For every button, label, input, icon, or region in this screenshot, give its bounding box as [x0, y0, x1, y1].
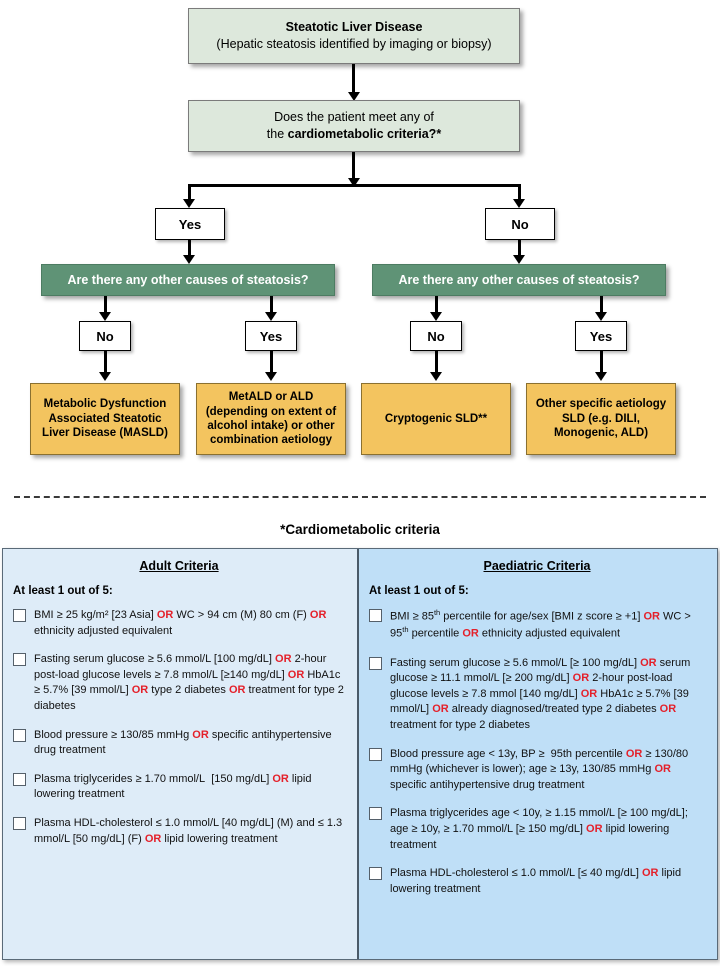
question-line1: Does the patient meet any of [274, 110, 434, 125]
node-yes-top: Yes [155, 208, 225, 240]
adult-criterion-blood-pressure-text: Blood pressure ≥ 130/85 mmHg OR specific… [34, 728, 332, 757]
paediatric-criterion-bmi-text: BMI ≥ 85th percentile for age/sex [BMI z… [390, 608, 691, 640]
adult-criterion-hdl-text: Plasma HDL-cholesterol ≤ 1.0 mmol/L [40 … [34, 817, 343, 845]
node-no-right: No [410, 321, 462, 351]
adult-criterion-glucose[interactable]: Fasting serum glucose ≥ 5.6 mmol/L [100 … [13, 652, 345, 714]
paediatric-criteria-panel: Paediatric Criteria At least 1 out of 5:… [359, 549, 717, 959]
paediatric-criterion-hdl[interactable]: Plasma HDL-cholesterol ≤ 1.0 mmol/L [≤ 4… [369, 866, 705, 897]
checkbox-icon[interactable] [13, 772, 26, 786]
sld-subtitle: (Hepatic steatosis identified by imaging… [216, 37, 492, 51]
adult-criterion-triglycerides[interactable]: Plasma triglycerides ≥ 1.70 mmol/L [150 … [13, 772, 345, 803]
arrow-left-yes [265, 312, 277, 321]
sld-title: Steatotic Liver Disease [285, 20, 423, 35]
adult-criterion-hdl[interactable]: Plasma HDL-cholesterol ≤ 1.0 mmol/L [40 … [13, 816, 345, 847]
connector-question-down [352, 152, 355, 184]
masld-label: Metabolic Dysfunction Associated Steatot… [42, 398, 168, 440]
connector-sld-to-question [352, 64, 355, 95]
other-aetiology-label: Other specific aetiology SLD (e.g. DILI,… [535, 398, 667, 440]
connector-to-no-top [518, 184, 521, 202]
arrow-to-no-top [513, 199, 525, 208]
question-line2-plain: the [266, 127, 288, 141]
node-yes-left: Yes [245, 321, 297, 351]
node-no-left: No [79, 321, 131, 351]
metald-label: MetALD or ALD (depending on extent of al… [205, 391, 337, 447]
node-steatotic-liver-disease: Steatotic Liver Disease (Hepatic steatos… [188, 8, 520, 64]
checkbox-icon[interactable] [13, 609, 26, 622]
paediatric-criterion-triglycerides-text: Plasma triglycerides age < 10y, ≥ 1.15 m… [390, 807, 688, 851]
yes-left-label: Yes [259, 328, 283, 344]
no-right-label: No [427, 328, 445, 344]
adult-criterion-blood-pressure[interactable]: Blood pressure ≥ 130/85 mmHg OR specific… [13, 728, 345, 759]
node-yes-right: Yes [575, 321, 627, 351]
arrow-split-center [348, 178, 360, 187]
arrow-no-left-down [99, 372, 111, 381]
connector-no-left-down [104, 351, 107, 375]
paediatric-criterion-bmi[interactable]: BMI ≥ 85th percentile for age/sex [BMI z… [369, 608, 705, 643]
checkbox-icon[interactable] [369, 609, 382, 622]
paediatric-criterion-glucose-text: Fasting serum glucose ≥ 5.6 mmol/L [≥ 10… [390, 656, 691, 731]
paediatric-criterion-blood-pressure[interactable]: Blood pressure age < 13y, BP ≥ 95th perc… [369, 747, 705, 794]
question-line2: the cardiometabolic criteria?* [267, 126, 441, 143]
arrow-right-yes [595, 312, 607, 321]
connector-no-top-down [518, 240, 521, 258]
checkbox-icon[interactable] [13, 728, 26, 742]
adult-criteria-heading: Adult Criteria [139, 559, 219, 573]
connector-left-no [104, 296, 107, 315]
paediatric-criterion-glucose[interactable]: Fasting serum glucose ≥ 5.6 mmol/L [≥ 10… [369, 656, 705, 734]
checkbox-icon[interactable] [369, 867, 382, 881]
arrow-right-no [430, 312, 442, 321]
checkbox-icon[interactable] [369, 807, 382, 821]
adult-criterion-glucose-text: Fasting serum glucose ≥ 5.6 mmol/L [100 … [34, 653, 344, 713]
paediatric-criterion-blood-pressure-text: Blood pressure age < 13y, BP ≥ 95th perc… [390, 747, 689, 791]
other-causes-left-label: Are there any other causes of steatosis? [67, 273, 309, 287]
arrow-left-no [99, 312, 111, 321]
criteria-panels: Adult Criteria At least 1 out of 5: BMI … [2, 548, 718, 960]
connector-no-right-down [435, 351, 438, 375]
adult-criteria-panel: Adult Criteria At least 1 out of 5: BMI … [3, 549, 359, 959]
paediatric-criterion-triglycerides[interactable]: Plasma triglycerides age < 10y, ≥ 1.15 m… [369, 806, 705, 853]
arrow-yes-top-down [183, 255, 195, 264]
cardiometabolic-criteria-title: *Cardiometabolic criteria [280, 522, 440, 537]
connector-right-yes [600, 296, 603, 315]
cryptogenic-label: Cryptogenic SLD** [384, 412, 488, 425]
no-top-label: No [511, 216, 529, 232]
other-causes-right-label: Are there any other causes of steatosis? [398, 273, 640, 287]
connector-left-yes [270, 296, 273, 315]
node-masld: Metabolic Dysfunction Associated Steatot… [30, 383, 180, 455]
paediatric-criteria-heading: Paediatric Criteria [483, 559, 591, 573]
node-other-causes-right: Are there any other causes of steatosis? [372, 264, 666, 296]
checkbox-icon[interactable] [369, 747, 382, 761]
arrow-to-yes-top [183, 199, 195, 208]
question-line2-bold: cardiometabolic criteria?* [287, 127, 442, 141]
node-no-top: No [485, 208, 555, 240]
connector-yes-right-down [600, 351, 603, 375]
connector-to-yes-top [188, 184, 191, 202]
paediatric-criteria-subheading: At least 1 out of 5: [369, 585, 469, 597]
adult-criterion-bmi-text: BMI ≥ 25 kg/m² [23 Asia] OR WC > 94 cm (… [34, 609, 327, 637]
section-divider [14, 496, 706, 498]
checkbox-icon[interactable] [13, 653, 26, 667]
arrow-no-top-down [513, 255, 525, 264]
paediatric-criterion-hdl-text: Plasma HDL-cholesterol ≤ 1.0 mmol/L [≤ 4… [390, 867, 682, 895]
connector-right-no [435, 296, 438, 315]
arrow-yes-right-down [595, 372, 607, 381]
connector-yes-left-down [270, 351, 273, 375]
node-other-aetiology-sld: Other specific aetiology SLD (e.g. DILI,… [526, 383, 676, 455]
adult-criteria-subheading: At least 1 out of 5: [13, 585, 113, 597]
node-cryptogenic-sld: Cryptogenic SLD** [361, 383, 511, 455]
arrow-sld-to-question [348, 92, 360, 101]
yes-right-label: Yes [589, 328, 613, 344]
arrow-yes-left-down [265, 372, 277, 381]
node-cardiometabolic-question: Does the patient meet any of the cardiom… [188, 100, 520, 152]
adult-criterion-triglycerides-text: Plasma triglycerides ≥ 1.70 mmol/L [150 … [34, 772, 312, 801]
connector-yes-top-down [188, 240, 191, 258]
arrow-no-right-down [430, 372, 442, 381]
checkbox-icon[interactable] [13, 817, 26, 831]
yes-top-label: Yes [178, 216, 202, 232]
node-metald: MetALD or ALD (depending on extent of al… [196, 383, 346, 455]
checkbox-icon[interactable] [369, 656, 382, 670]
no-left-label: No [96, 328, 114, 344]
node-other-causes-left: Are there any other causes of steatosis? [41, 264, 335, 296]
adult-criterion-bmi[interactable]: BMI ≥ 25 kg/m² [23 Asia] OR WC > 94 cm (… [13, 608, 345, 639]
